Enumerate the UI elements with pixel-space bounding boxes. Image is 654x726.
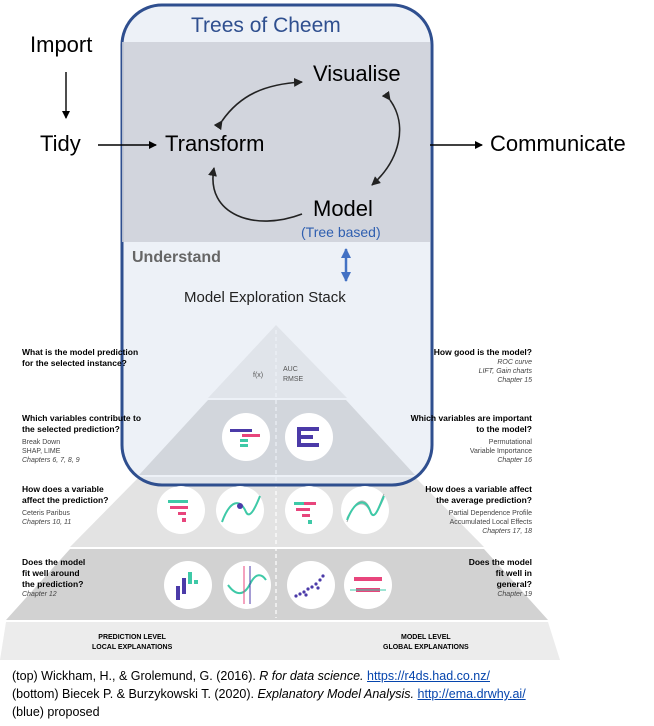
scatter-icon (287, 561, 335, 609)
right-q1-chapter: Chapter 15 (497, 377, 532, 384)
right-question-3: How does a variable affect the average p… (425, 484, 532, 536)
import-label: Import (30, 32, 93, 57)
right-q2-line1: Which variables are important (410, 413, 532, 423)
right-q1-method1: ROC curve (497, 359, 532, 366)
reference-top-title: R for data science. (259, 669, 364, 683)
left-q3-line1: How does a variable (22, 484, 104, 494)
model-label: Model (313, 196, 373, 221)
pyramid-tier-5 (0, 622, 560, 660)
apex-fx: f(x) (253, 372, 264, 379)
right-q4-line2: fit well in (495, 568, 532, 578)
boxplot-icon (344, 561, 392, 609)
right-q2-chapter: Chapter 16 (497, 457, 532, 464)
right-question-2: Which variables are important to the mod… (411, 413, 532, 465)
left-q3-chapter: Chapters 10, 11 (22, 519, 72, 526)
left-q4-line1: Does the model (22, 557, 86, 567)
pyramid-tier-4 (6, 549, 548, 620)
communicate-label: Communicate (490, 131, 626, 156)
right-q4-line3: general? (496, 579, 532, 589)
right-q4-chapter: Chapter 19 (497, 591, 532, 598)
left-q2-line2: the selected prediction? (22, 424, 120, 434)
right-q3-line1: How does a variable affect (425, 484, 532, 494)
left-q4-line2: fit well around (22, 568, 80, 578)
understand-label: Understand (132, 249, 221, 266)
left-q4-line3: the prediction? (22, 579, 84, 589)
right-q3-chapter: Chapters 17, 18 (482, 528, 532, 535)
ceteris-bars-icon (157, 486, 205, 534)
reference-blue-note: (blue) proposed (12, 705, 100, 719)
right-q2-method2: Variable Importance (469, 448, 532, 455)
right-q1-line1: How good is the model? (433, 347, 532, 357)
apex-auc: AUC (283, 366, 298, 373)
model-level-line2: GLOBAL EXPLANATIONS (383, 644, 469, 651)
right-q3-method1: Partial Dependence Profile (448, 510, 532, 517)
right-q2-line2: to the model? (476, 424, 532, 434)
left-question-3: How does a variable affect the predictio… (22, 484, 108, 527)
tidy-label: Tidy (40, 131, 81, 156)
model-level-line1: MODEL LEVEL (401, 634, 451, 641)
reference-bottom: (bottom) Biecek P. & Burzykowski T. (202… (12, 686, 526, 703)
transform-label: Transform (165, 131, 265, 156)
reference-top-authors: (top) Wickham, H., & Grolemund, G. (2016… (12, 669, 260, 683)
tier2-icons (222, 413, 333, 461)
tier3-icons (157, 486, 389, 534)
left-question-1: What is the model prediction for the sel… (22, 347, 138, 369)
left-q2-line1: Which variables contribute to (22, 413, 142, 423)
reference-bottom-authors: (bottom) Biecek P. & Burzykowski T. (202… (12, 687, 258, 701)
left-q1-line1: What is the model prediction (22, 347, 139, 357)
left-question-2: Which variables contribute to the select… (22, 413, 141, 465)
right-question-1: How good is the model? ROC curve LIFT, G… (434, 347, 532, 385)
right-question-4: Does the model fit well in general? Chap… (469, 557, 532, 599)
left-q3-line2: affect the prediction? (22, 495, 109, 505)
apex-rmse: RMSE (283, 376, 304, 383)
pdp-curve-icon (341, 486, 389, 534)
reference-bottom-link[interactable]: http://ema.drwhy.ai/ (417, 687, 526, 701)
stack-label: Model Exploration Stack (184, 289, 346, 306)
prediction-level-line1: PREDICTION LEVEL (98, 634, 166, 641)
reference-top-link[interactable]: https://r4ds.had.co.nz/ (367, 669, 490, 683)
right-q3-method2: Accumulated Local Effects (449, 519, 532, 526)
left-q2-method1: Break Down (22, 439, 61, 446)
cheem-title: Trees of Cheem (191, 14, 341, 37)
reference-bottom-title: Explanatory Model Analysis. (257, 687, 415, 701)
left-q1-line2: for the selected instance? (22, 358, 127, 368)
right-q2-method1: Permutational (488, 439, 532, 446)
reference-top: (top) Wickham, H., & Grolemund, G. (2016… (12, 668, 490, 685)
right-q4-line1: Does the model (468, 557, 532, 567)
residual-bars-icon (164, 561, 212, 609)
right-q1-method2: LIFT, Gain charts (478, 368, 532, 375)
left-question-4: Does the model fit well around the predi… (22, 557, 85, 599)
prediction-level-label: PREDICTION LEVEL LOCAL EXPLANATIONS (92, 633, 172, 653)
tier4-icons (164, 561, 392, 609)
arrow-model-transform (208, 167, 303, 222)
model-note: (Tree based) (301, 224, 381, 240)
arrow-transform-visualise (213, 77, 303, 131)
ceteris-curve-icon (216, 486, 264, 534)
visualise-label: Visualise (313, 61, 401, 86)
residual-curve-icon (223, 561, 271, 609)
left-q2-method2: SHAP, LIME (22, 448, 61, 455)
right-q3-line2: the average prediction? (436, 495, 532, 505)
pyramid-tier-3 (70, 477, 484, 547)
left-q4-chapter: Chapter 12 (22, 591, 57, 598)
left-q3-method: Ceteris Paribus (22, 510, 70, 517)
left-q2-chapter: Chapters 6, 7, 8, 9 (22, 457, 80, 464)
model-level-label: MODEL LEVEL GLOBAL EXPLANATIONS (383, 633, 469, 653)
prediction-level-line2: LOCAL EXPLANATIONS (92, 644, 173, 651)
arrow-visualise-model (371, 90, 401, 186)
